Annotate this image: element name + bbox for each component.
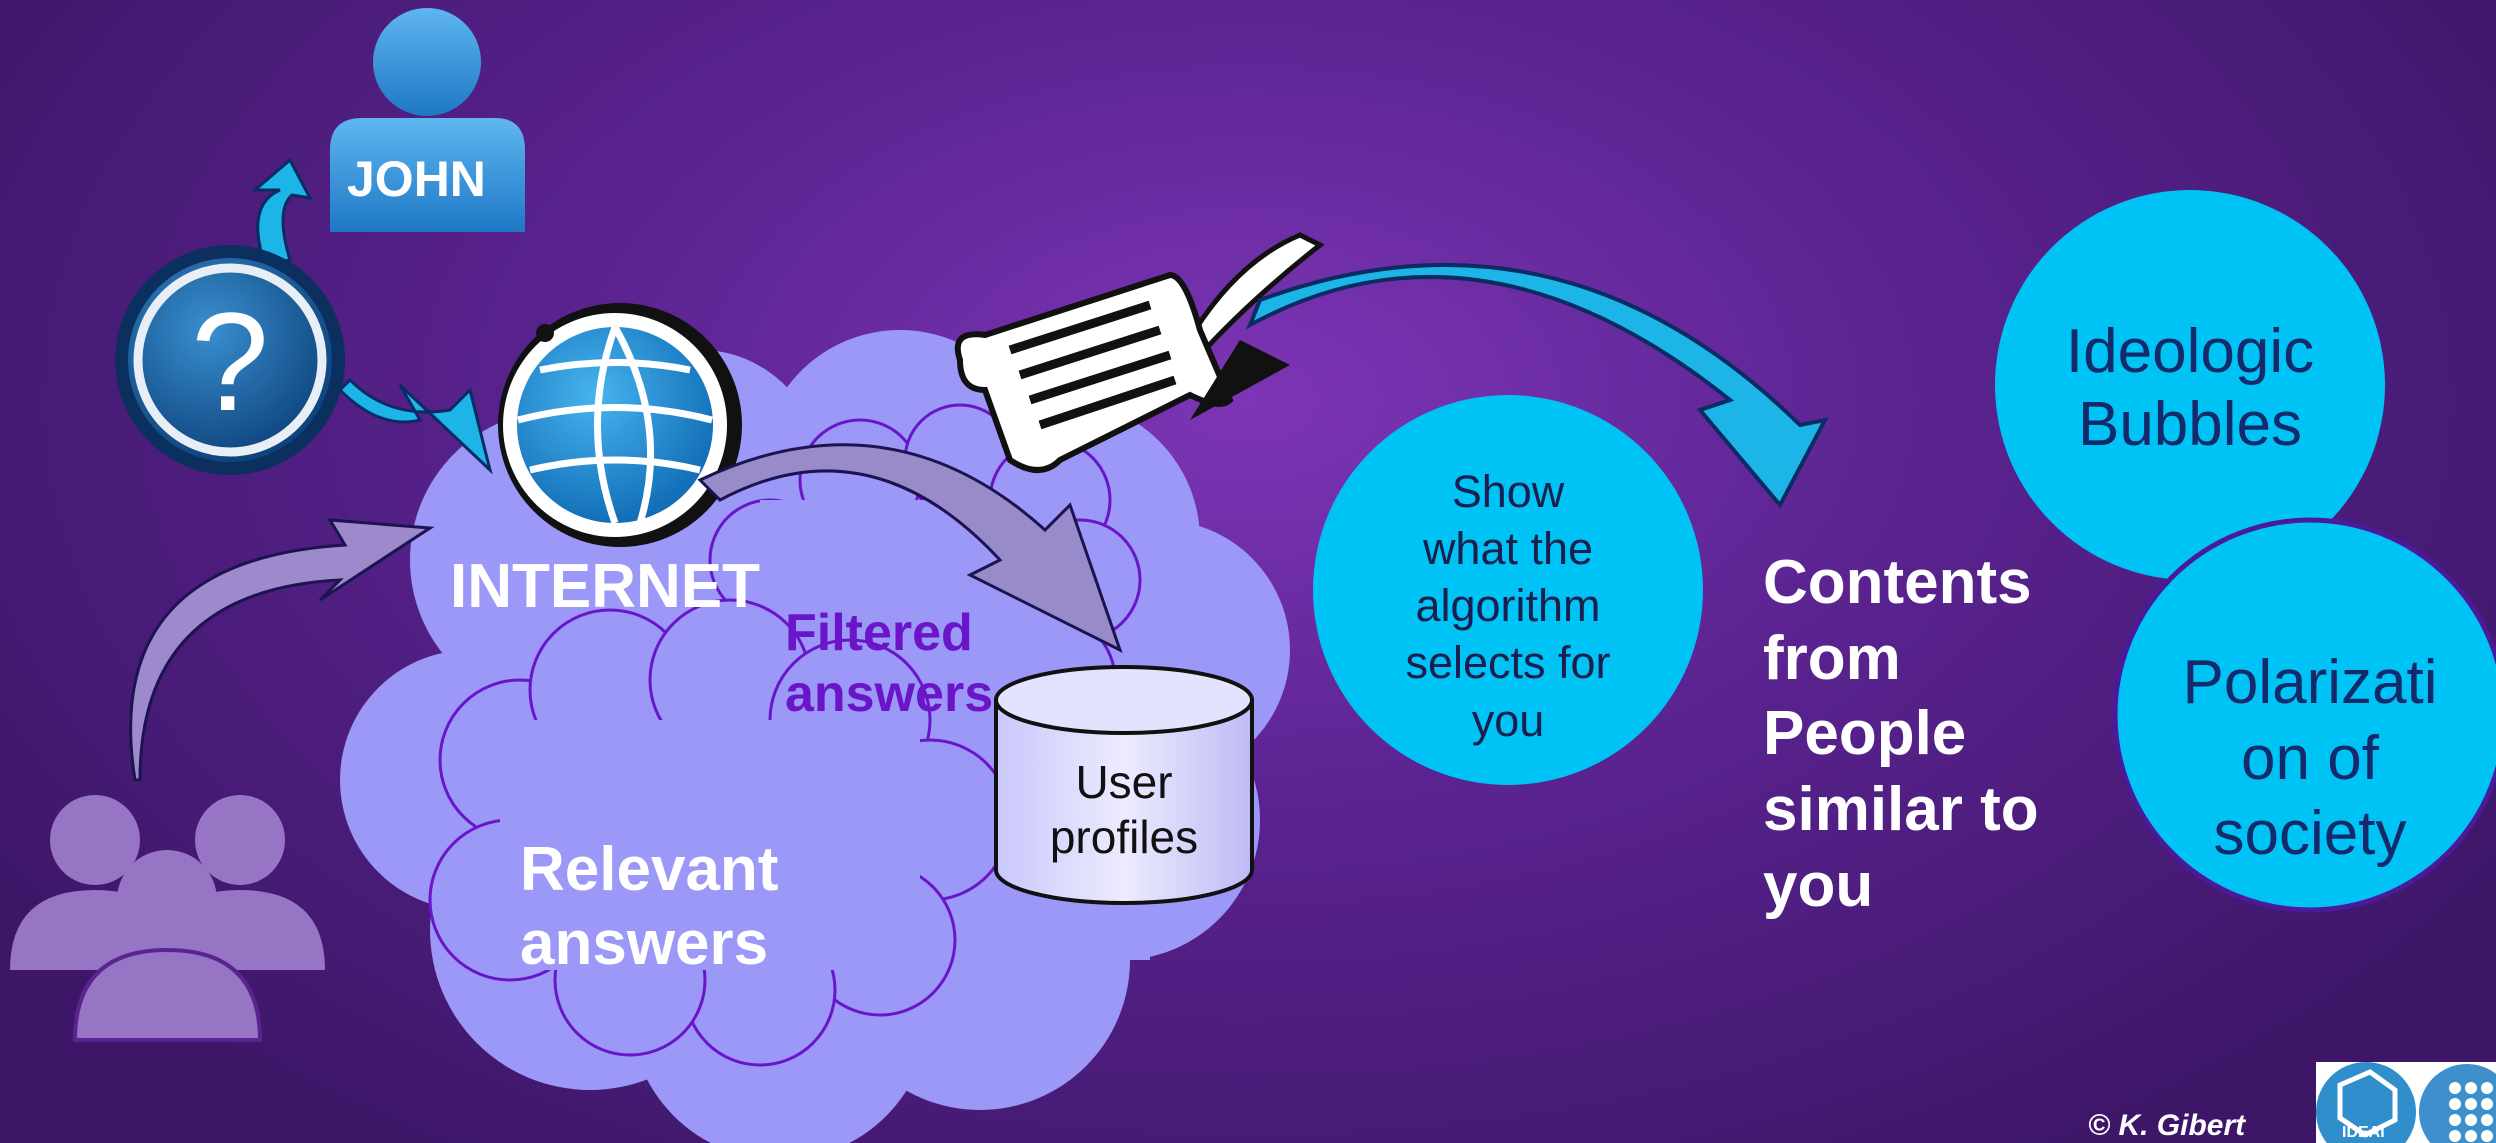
question-icon: ? [115,245,345,475]
internet-label: INTERNET [450,552,760,621]
algorithm-to-contents-arrow [1246,262,1829,509]
internet-to-profiles-arrow [697,443,1123,653]
ideologic-bubble-circle [1995,190,2385,580]
people-to-internet-arrow [129,518,435,782]
polarization-label: Polarizati on of society [2182,648,2438,869]
john-person-icon [330,8,525,232]
question-to-john-arrow [250,157,313,267]
polarization-bubble-circle [2112,517,2496,913]
algorithm-label: Show what the algorithm selects for you [1405,466,1611,746]
svg-text:?: ? [191,283,269,440]
user-profiles-label: User profiles [1049,756,1199,864]
question-to-internet-arrow [337,377,493,475]
logo-label: IDEAI [2342,1124,2385,1141]
internet-globe-icon [498,303,742,547]
john-label: JOHN [347,151,486,207]
scroll-quill-icon [954,232,1325,473]
ideai-logo [2316,1062,2496,1143]
relevant-answers-label: Relevant answers [520,835,779,979]
algorithm-circle [1313,395,1703,785]
credit-label: © K. Gibert [2088,1109,2246,1142]
contents-label: Contents from People similar to you [1763,548,2039,920]
ideologic-bubbles-label: Ideologic Bubbles [2065,317,2315,460]
people-group-icon [10,795,325,1042]
filtered-answers-label: Filtered answers [785,604,994,724]
user-profiles-database-icon [994,665,1254,905]
